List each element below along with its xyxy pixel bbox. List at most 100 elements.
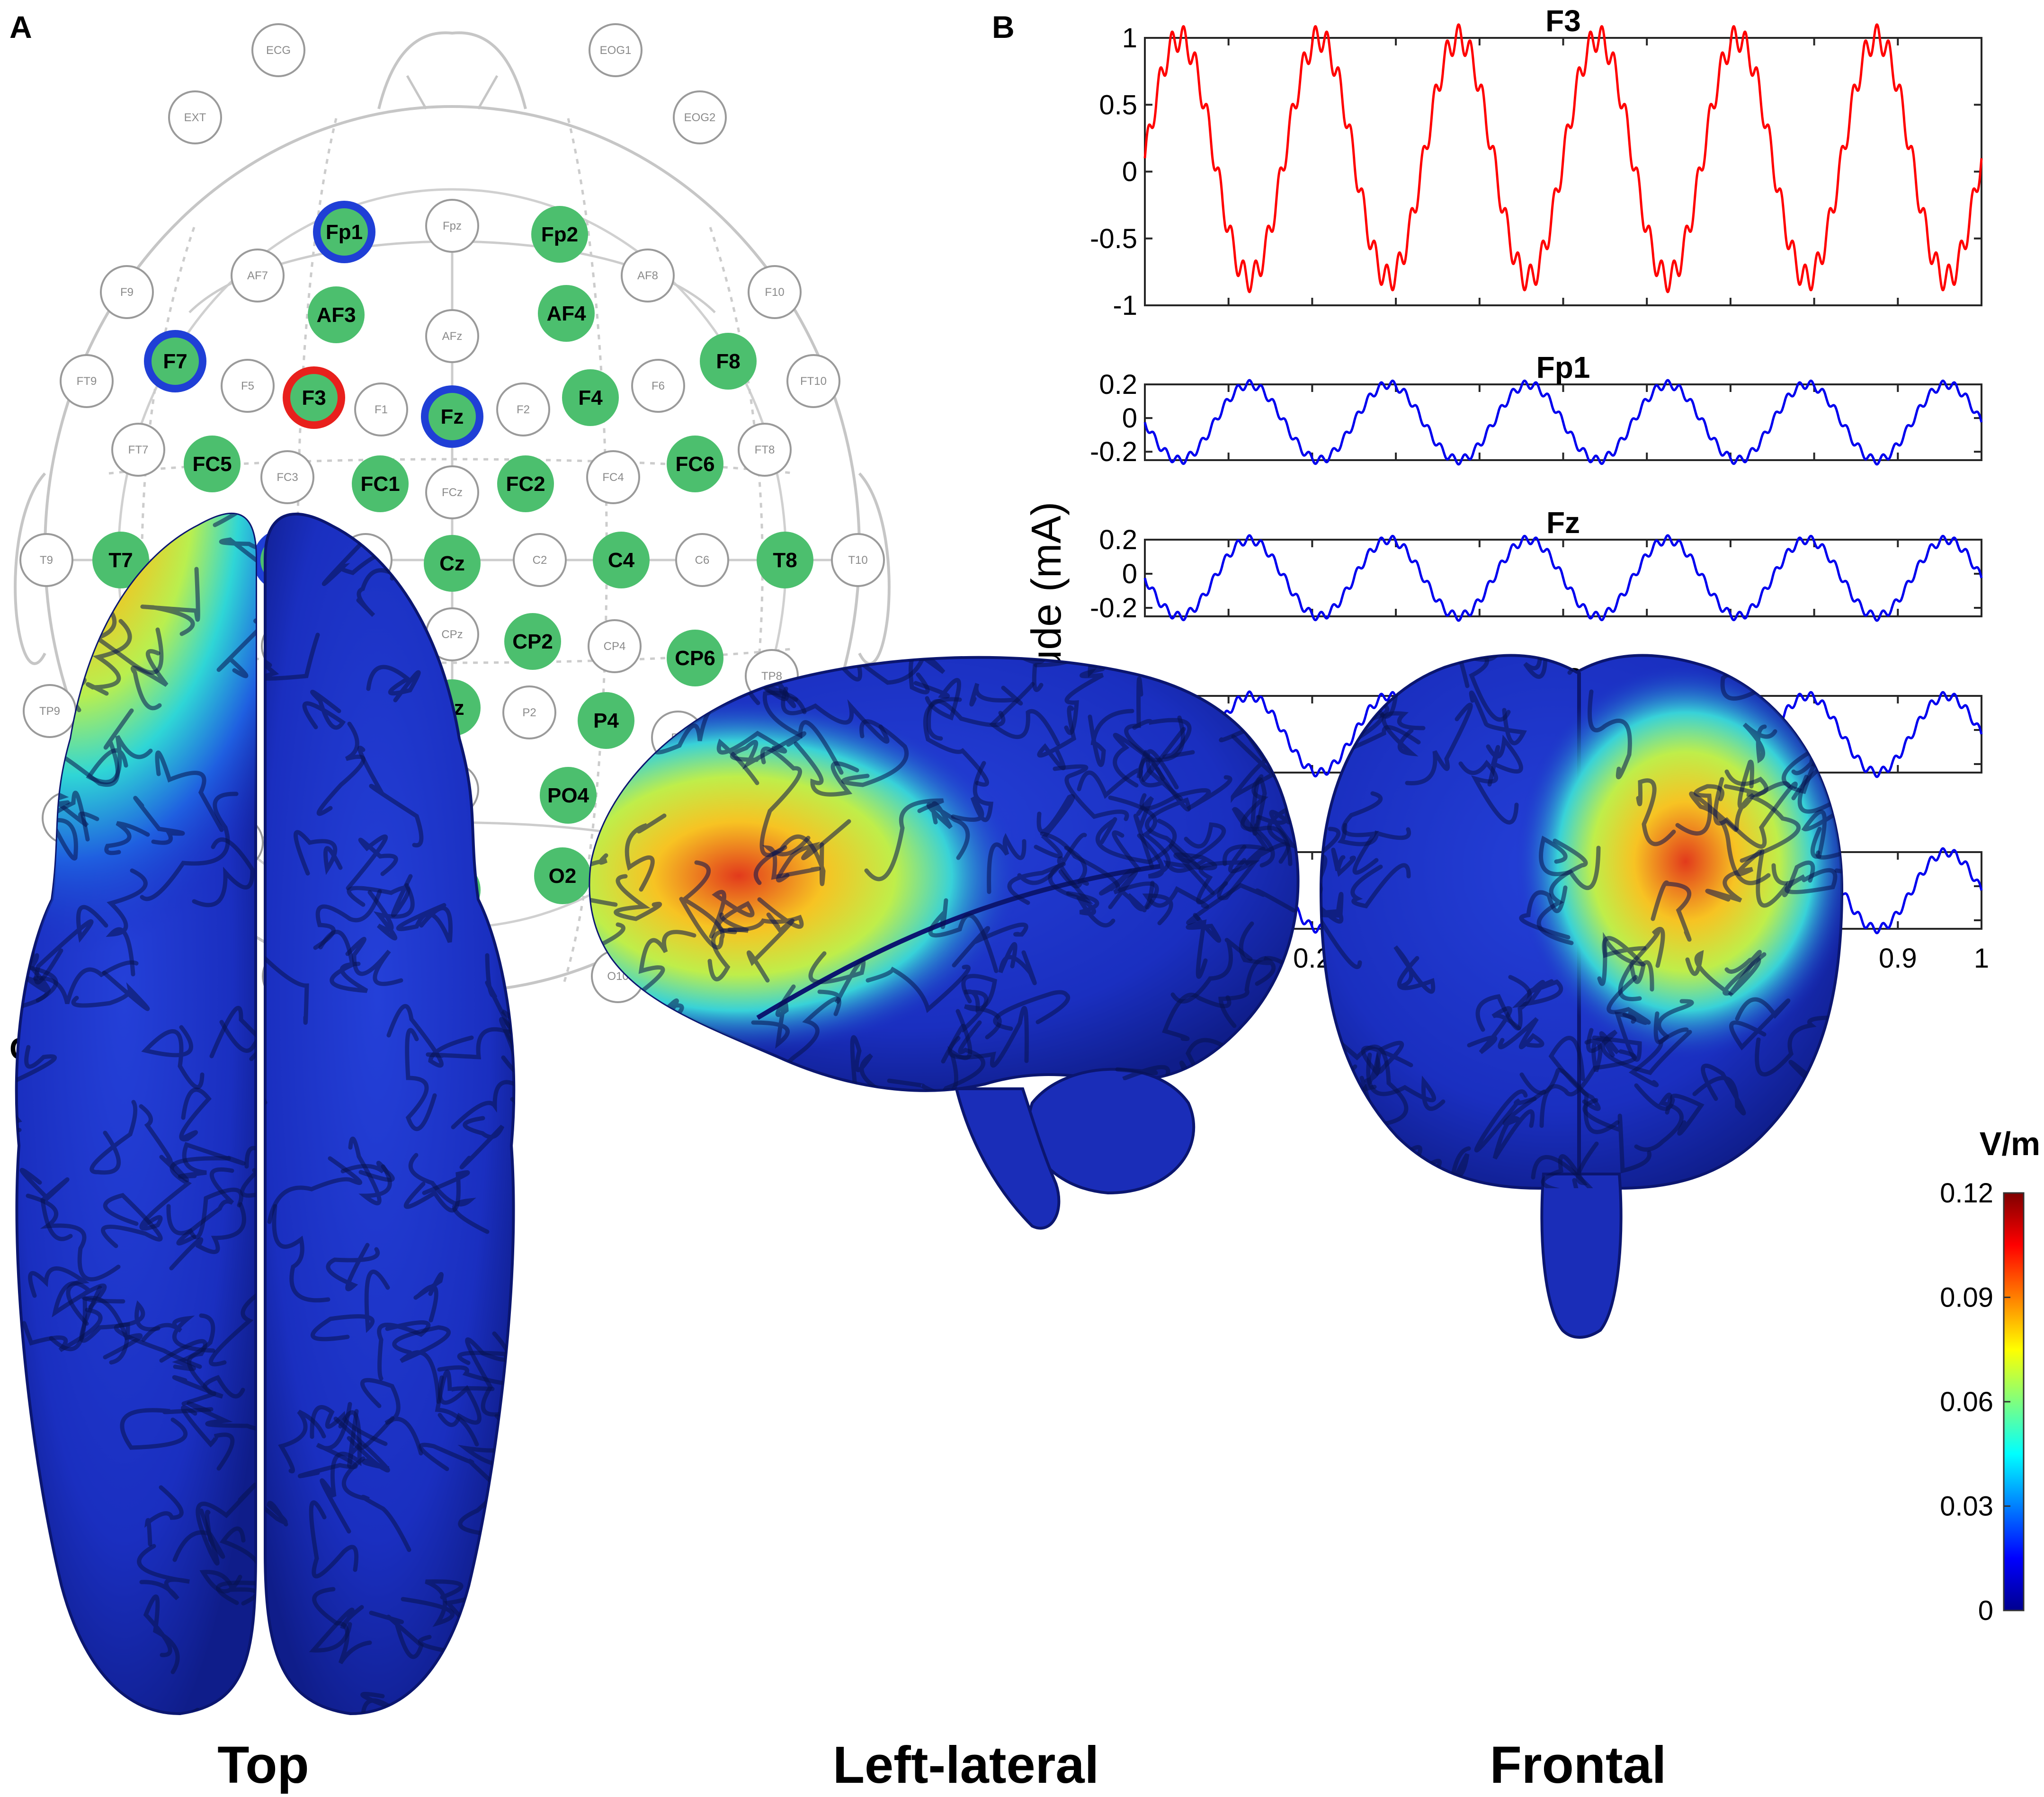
sulcus (451, 1080, 514, 1130)
sulcus (1264, 1014, 1298, 1062)
sulcus (1791, 737, 1836, 801)
colorbar-tick-label: 0 (1978, 1595, 1993, 1626)
sulcus (940, 1020, 988, 1091)
sulcus (1729, 997, 1791, 1051)
electrode-label: F2 (517, 403, 530, 416)
sulcus (141, 1025, 205, 1089)
sulcus (179, 1087, 212, 1142)
sulcus (762, 836, 821, 880)
electrode-marker (757, 532, 813, 588)
sulcus (1237, 657, 1287, 679)
sulcus (357, 746, 424, 848)
y-tick-label: 0 (1122, 157, 1137, 187)
sulcus (216, 1526, 256, 1605)
sulcus (866, 964, 971, 1014)
sulcus (1142, 886, 1209, 925)
sulcus (1162, 993, 1232, 1041)
colorbar-tick-label: 0.12 (1940, 1178, 1993, 1209)
electrode-label: Fp1 (326, 221, 363, 244)
sulcus (140, 567, 200, 636)
sulcus (1108, 795, 1171, 879)
electrode-c6: C6 (675, 533, 729, 587)
electrode-label: Fz (441, 405, 464, 428)
sulcus (360, 1378, 423, 1456)
sulcus (403, 1170, 470, 1213)
sulcus (1474, 1089, 1537, 1153)
sulcus (348, 1136, 392, 1206)
sulcus (16, 628, 30, 697)
sulcus (141, 1316, 215, 1353)
sulcus (16, 1045, 57, 1090)
sulcus (392, 1325, 451, 1404)
sulcus (1588, 689, 1632, 780)
sulcus (1066, 891, 1116, 928)
sulcus (89, 1100, 138, 1175)
sulcus (850, 1035, 889, 1091)
brain-frontal-stem (1540, 1173, 1623, 1339)
sulcus (1088, 709, 1134, 767)
electrode-afz: AFz (425, 309, 479, 363)
sulcus (753, 834, 826, 886)
sulcus (52, 1281, 125, 1317)
sulcus (1399, 1158, 1442, 1188)
panel-label-b: B (992, 9, 1015, 44)
electrode-label: FT10 (800, 375, 827, 388)
electrode-marker (184, 436, 241, 492)
colorbar-ticks: 0.120.090.060.030 (1940, 1178, 2010, 1626)
electrode-marker (428, 393, 476, 440)
sulcus (311, 1270, 390, 1342)
electrode-marker (534, 847, 591, 904)
colorbar-title: V/m (1980, 1125, 2040, 1162)
sulcus (1366, 1052, 1446, 1111)
sulcus (435, 1370, 495, 1447)
electrode-f6: F6 (631, 359, 685, 413)
sulcus (927, 699, 1006, 741)
sulcus (1486, 734, 1523, 787)
electrode-af7: AF7 (231, 249, 285, 302)
sulcus (1582, 1098, 1651, 1174)
electrode-f3: F3 (283, 366, 345, 429)
sulcus (941, 989, 989, 1064)
sulcus (1321, 1060, 1357, 1090)
electrode-label: F8 (716, 350, 740, 373)
sulcus (1651, 880, 1692, 942)
sulcus (199, 1570, 256, 1606)
electrode-p2: P2 (502, 685, 556, 739)
sulcus (1519, 885, 1571, 940)
brain-frontal-view (1319, 654, 1844, 1339)
sulcus (1602, 936, 1647, 984)
electrode-label: P2 (522, 706, 536, 719)
electrode-marker (354, 383, 408, 436)
electrode-ft9: FT9 (60, 354, 114, 408)
sulcus (366, 665, 421, 703)
electrode-label: CP2 (512, 630, 553, 653)
sulcus (137, 1544, 190, 1601)
sulcus (1208, 657, 1259, 691)
sulcus (1205, 657, 1274, 684)
electrode-label: T9 (40, 554, 53, 567)
sulcus (1186, 913, 1222, 979)
electrode-label: CPz (441, 628, 463, 641)
colorbar-tick-label: 0.03 (1940, 1491, 1993, 1522)
electrode-label: T7 (108, 549, 133, 572)
electrode-marker (513, 533, 567, 587)
sulcus (1767, 655, 1816, 676)
sulcus (1586, 1028, 1692, 1076)
sulcus (1689, 791, 1771, 885)
sulcus (109, 1322, 202, 1369)
sulcus (71, 970, 150, 1011)
sulcus (1132, 718, 1195, 759)
sulcus (1806, 655, 1842, 666)
sulcus (313, 889, 382, 950)
sulcus (342, 1456, 411, 1552)
electrode-marker (700, 333, 757, 390)
electrode-ft7: FT7 (111, 423, 165, 477)
sulcus (104, 821, 150, 855)
sulcus (1405, 703, 1473, 785)
y-tick-label: 0.2 (1099, 369, 1137, 400)
sulcus (386, 1004, 474, 1068)
electrode-marker (92, 532, 149, 588)
sulcus (1115, 1065, 1170, 1091)
electrode-marker (496, 383, 550, 436)
